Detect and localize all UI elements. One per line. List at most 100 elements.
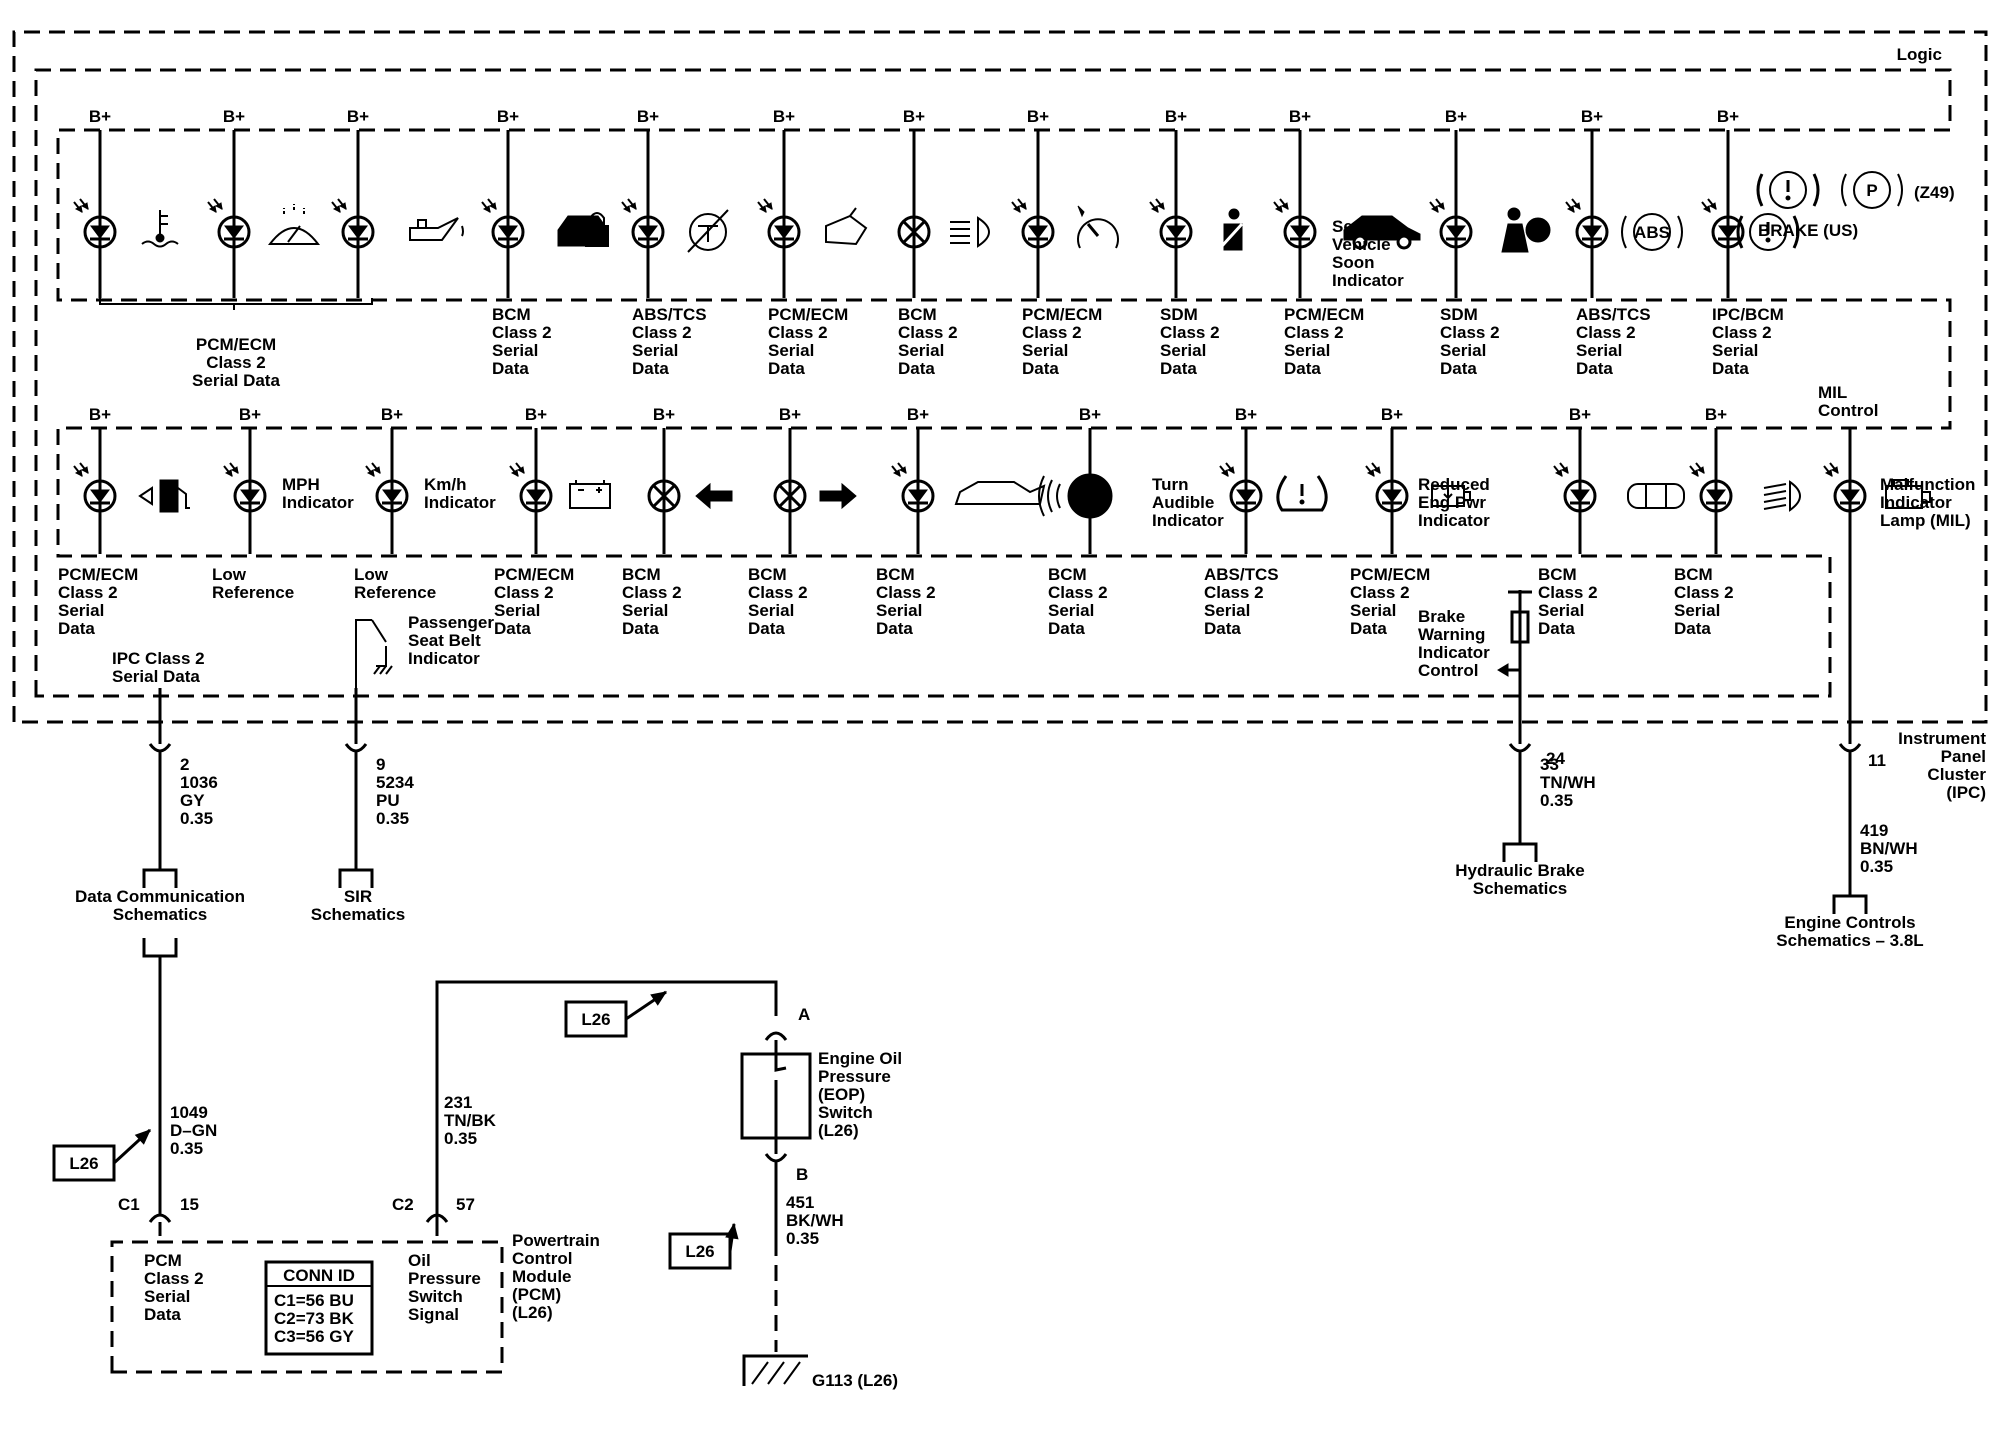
source-label: Serial: [1022, 341, 1068, 360]
source-label: Serial: [1712, 341, 1758, 360]
b-plus-label: B+: [637, 107, 659, 126]
led-symbol: [509, 462, 553, 513]
data-comm-reference: Data Communication: [75, 887, 245, 906]
passenger-seat-belt-label: Seat Belt: [408, 631, 481, 650]
lamp-label: Indicator: [282, 493, 354, 512]
lamp-service-vehicle: B+ServiceVehicleSoonIndicatorPCM/ECMClas…: [1273, 107, 1421, 378]
traction-off-icon: [687, 209, 729, 253]
brake-label: BRAKE (US): [1758, 221, 1858, 240]
pcm-module-label: Control: [512, 1249, 572, 1268]
led-symbol: [621, 198, 665, 249]
source-label: Class 2: [1712, 323, 1772, 342]
circuit-sir-gauge: 0.35: [376, 809, 409, 828]
pcm-oil-signal-label: Signal: [408, 1305, 459, 1324]
led-symbol: [1565, 198, 1609, 249]
eop-switch-label: Pressure: [818, 1067, 891, 1086]
lamp-label: Turn: [1152, 475, 1189, 494]
speaker-icon: [1038, 473, 1113, 519]
source-label: Data: [632, 359, 669, 378]
pcm-serial-label: Data: [144, 1305, 181, 1324]
pcm-serial-label: PCM: [144, 1251, 182, 1270]
passenger-seat-belt-switch: [355, 619, 393, 696]
door-ajar-icon: [1627, 483, 1685, 509]
lamp-label: Malfunction: [1880, 475, 1975, 494]
b-plus-label: B+: [89, 107, 111, 126]
led-symbol: [1273, 198, 1317, 249]
lamp-label: Indicator: [1880, 493, 1952, 512]
source-label: Data: [1048, 619, 1085, 638]
b-plus-label: B+: [653, 405, 675, 424]
source-label: BCM: [1048, 565, 1087, 584]
option-tag-label: L26: [685, 1242, 714, 1261]
fuel-pump-icon: [138, 479, 190, 513]
circuit-brake-color: TN/WH: [1540, 773, 1596, 792]
pcm-oil-signal-label: Pressure: [408, 1269, 481, 1288]
source-label: Class 2: [748, 583, 808, 602]
led-symbol: [1365, 462, 1409, 513]
source-label: Data: [1538, 619, 1575, 638]
led-symbol: [1429, 198, 1473, 249]
source-label: Class 2: [1204, 583, 1264, 602]
circuit-serial-circuit: 1036: [180, 773, 218, 792]
b-plus-label: B+: [497, 107, 519, 126]
b-plus-label: B+: [1235, 405, 1257, 424]
source-label: SDM: [1160, 305, 1198, 324]
led-symbol: [331, 198, 375, 249]
abs-text: ABS: [1634, 223, 1670, 242]
source-label: Class 2: [1538, 583, 1598, 602]
led-symbol: [223, 462, 267, 513]
source-label: Data: [1160, 359, 1197, 378]
source-label: Serial: [622, 601, 668, 620]
circuit-eop_ground-circuit: 451: [786, 1193, 814, 1212]
source-label: Class 2: [632, 323, 692, 342]
b-plus-label: B+: [223, 107, 245, 126]
park-text: P: [1866, 181, 1877, 200]
source-label: Class 2: [622, 583, 682, 602]
engine-controls-reference: Engine Controls: [1784, 913, 1915, 932]
ipc-module-label: Cluster: [1927, 765, 1986, 784]
shared-source-label: Serial Data: [192, 371, 280, 390]
lamp-label: Indicator: [1418, 511, 1490, 530]
ipc-module-label: Panel: [1941, 747, 1986, 766]
lamp-label: Indicator: [1152, 511, 1224, 530]
eop-switch-label: (L26): [818, 1121, 859, 1140]
circuit-eop_ground-gauge: 0.35: [786, 1229, 819, 1248]
pcm-module-label: Powertrain: [512, 1231, 600, 1250]
b-plus-label: B+: [239, 405, 261, 424]
source-label: ABS/TCS: [632, 305, 707, 324]
oil-can-icon: [409, 217, 464, 241]
service-vehicle-icon: [1343, 215, 1421, 250]
eop-switch-label: (EOP): [818, 1085, 865, 1104]
lamp-label: Audible: [1152, 493, 1214, 512]
source-label: Reference: [212, 583, 294, 602]
source-label: Serial: [1674, 601, 1720, 620]
abs-icon: [1621, 213, 1683, 251]
lamp-label: Soon: [1332, 253, 1375, 272]
shared-source-brace: [99, 298, 373, 310]
source-label: Serial: [1440, 341, 1486, 360]
source-label: Data: [492, 359, 529, 378]
source-label: Serial: [1284, 341, 1330, 360]
led-symbol: [1219, 462, 1263, 513]
data-comm-reference: Schematics: [113, 905, 208, 924]
brake-warning-label: Warning: [1418, 625, 1485, 644]
lamp-label: Km/h: [424, 475, 467, 494]
ipc-serial-data-label: IPC Class 2: [112, 649, 205, 668]
source-label: PCM/ECM: [58, 565, 138, 584]
bulb-symbol: [647, 479, 681, 513]
brake-icon: [1736, 213, 1800, 251]
option-tag-label: L26: [581, 1010, 610, 1029]
logic-label: Logic: [1897, 45, 1942, 64]
ground-label: G113 (L26): [812, 1371, 898, 1390]
source-label: Serial: [768, 341, 814, 360]
brake-warning-icon: [1756, 171, 1820, 209]
source-label: Data: [1576, 359, 1613, 378]
